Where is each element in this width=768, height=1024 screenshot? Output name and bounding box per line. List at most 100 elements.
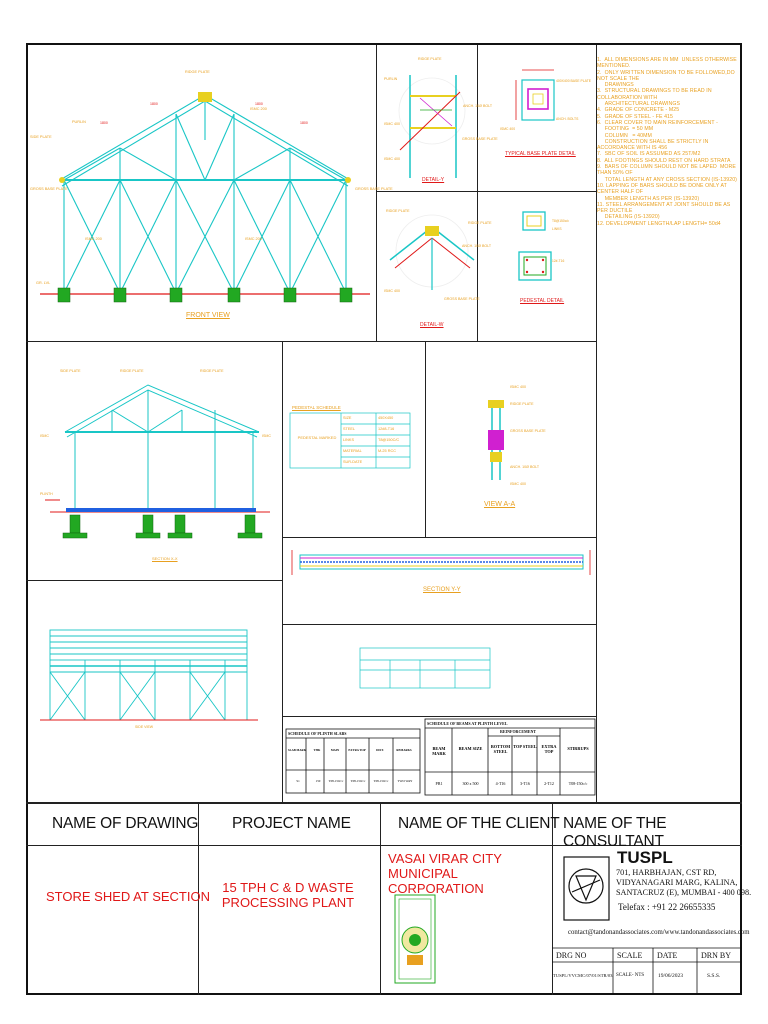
col-drg-no: DRG NO — [556, 951, 587, 960]
svg-text:ISMC 400: ISMC 400 — [384, 289, 400, 293]
heading-name-of-consultant: NAME OF THE CONSULTANT — [563, 815, 667, 850]
grid-line — [26, 802, 742, 804]
grid-line — [376, 45, 377, 341]
note-line: COLUMN = 40MM — [597, 132, 652, 139]
note-line: 6. CLEAR COVER TO MAIN REINFORCEMENT - — [597, 119, 718, 126]
svg-text:1800: 1800 — [100, 121, 108, 125]
beam-schedule-cell: 4-T16 — [495, 781, 506, 786]
svg-text:LINKS: LINKS — [552, 227, 562, 231]
client-name: VASAI VIRAR CITY MUNICIPAL CORPORATION — [388, 851, 502, 896]
note-line: 10. LAPPING OF BARS SHOULD BE DONE ONLY … — [597, 182, 729, 196]
svg-text:ISMC 400: ISMC 400 — [500, 127, 515, 131]
beam-schedule-cell: 3-T16 — [520, 781, 530, 786]
address-line-2: VIDYANAGARI MARG, KALINA, — [616, 878, 738, 887]
project-name: 15 TPH C & D WASTE PROCESSING PLANT — [221, 880, 355, 910]
note-line: 7. SBC OF SOIL IS ASSUMED AS 25T/M2 — [597, 151, 701, 158]
beam-schedule-group: REINFORCEMENT — [500, 729, 537, 734]
pedestal-schedule-mark: PEDESTAL MARKED — [297, 435, 337, 440]
note-line: TOTAL LENGTH AT ANY CROSS SECTION (IS-13… — [597, 176, 738, 183]
col-scale: SCALE — [617, 951, 643, 960]
grid-line — [380, 802, 381, 995]
view-a-a — [488, 400, 504, 480]
svg-text:RIDGE PLATE: RIDGE PLATE — [510, 402, 534, 406]
grid-line — [282, 341, 283, 802]
grid-line — [376, 191, 596, 192]
svg-text:GROSS BASE PLATE: GROSS BASE PLATE — [510, 429, 546, 433]
label-base-plate: TYPICAL BASE PLATE DETAIL — [505, 151, 576, 157]
note-line: 8. ALL FOOTINGS SHOULD REST ON HARD STRA… — [597, 157, 731, 164]
svg-text:RIDGE PLATE: RIDGE PLATE — [185, 70, 210, 74]
svg-text:RIDGE PLATE: RIDGE PLATE — [418, 57, 442, 61]
grid-line — [477, 45, 478, 341]
grid-line — [26, 341, 596, 342]
pedestal-schedule-cell: SIZE — [343, 416, 352, 420]
plinth-schedule-cell: T08-150c/c — [373, 779, 389, 783]
label-pedestal-detail: PEDESTAL DETAIL — [520, 298, 565, 304]
grid-line — [282, 624, 596, 625]
pedestal-schedule-cell: STEEL — [343, 427, 356, 431]
svg-text:ANCH. BOLTS: ANCH. BOLTS — [556, 117, 579, 121]
beam-schedule-cell: 2-T12 — [544, 781, 554, 786]
note-line: 3. STRUCTURAL DRAWINGS TO BE READ IN COL… — [597, 88, 714, 101]
note-line: ARCHITECTURAL DRAWINGS — [597, 101, 681, 108]
plinth-schedule-cell: T08-150c/c — [350, 779, 366, 783]
beam-schedule-header: BEAM MARK — [432, 746, 446, 756]
col-date: DATE — [657, 951, 678, 960]
note-line: 9. BARS OF COLUMN SHOULD NOT BE LAPED MO… — [597, 164, 738, 177]
section-x-frame — [64, 384, 260, 510]
svg-text:ISMC 200: ISMC 200 — [85, 237, 102, 241]
plinth-schedule-cell: TWO WAY — [397, 779, 413, 783]
label-side-view: SIDE VIEW — [135, 725, 154, 729]
beam-schedule-cell: PB1 — [435, 781, 443, 786]
pedestal-detail — [518, 211, 552, 281]
plinth-schedule-header: EXTRA TOP — [348, 748, 366, 752]
svg-text:400X400 BASE PLATE: 400X400 BASE PLATE — [556, 79, 592, 83]
address-line-1: 701, HARBHAJAN, CST RD, — [616, 868, 717, 877]
base-plate-detail — [515, 69, 555, 121]
svg-text:1800: 1800 — [255, 102, 263, 106]
val-drn-by: S.S.S. — [707, 973, 721, 979]
svg-text:ISMC 400: ISMC 400 — [510, 385, 526, 389]
plinth-slab-schedule — [285, 728, 421, 794]
drawing-sheet-border — [26, 43, 742, 995]
pedestal-schedule-table — [289, 412, 411, 469]
svg-text:1800: 1800 — [150, 102, 158, 106]
label-section-x: SECTION X-X — [152, 556, 178, 561]
svg-text:GROSS BASE PLATE: GROSS BASE PLATE — [30, 187, 68, 191]
consultant-name: TUSPL — [617, 848, 673, 867]
svg-text:ANCH. 10Ø BOLT: ANCH. 10Ø BOLT — [462, 244, 492, 248]
label-detail-y: DETAIL-Y — [422, 177, 445, 183]
pedestal-schedule-cell: T8@150C/C — [378, 438, 400, 442]
svg-text:1800: 1800 — [300, 121, 308, 125]
svg-text:SIDE PLATE: SIDE PLATE — [30, 135, 52, 139]
note-line: 4. GRADE OF CONCRETE - M25 — [597, 107, 680, 114]
grid-line — [198, 802, 199, 995]
plinth-schedule-header: REMARKS — [396, 748, 412, 752]
plinth-schedule-title: SCHEDULE OF PLINTH SLABS — [288, 731, 347, 736]
svg-text:12#-T16: 12#-T16 — [552, 259, 564, 263]
plinth-schedule-cell: 150 — [315, 779, 321, 783]
note-line: 2. ONLY WRITTEN DIMENSION TO BE FOLLOWED… — [597, 69, 737, 82]
grid-line — [26, 845, 742, 846]
consultant-logo — [563, 856, 610, 921]
heading-name-of-drawing: NAME OF DRAWING — [52, 815, 199, 832]
val-scale: SCALE- NTS — [616, 973, 645, 978]
pedestal-schedule-cell: M-25 RCC — [378, 449, 396, 453]
svg-text:ISMC 400: ISMC 400 — [510, 482, 526, 486]
note-line: CONSTRUCTION SHALL BE STRICTLY IN ACCORD… — [597, 138, 710, 152]
beam-schedule-cell: 300 x 500 — [462, 781, 479, 786]
note-line: 11. STEEL ARRANGEMENT AT JOINT SHOULD BE… — [597, 201, 732, 215]
label-front-view: FRONT VIEW — [186, 312, 230, 319]
plinth-schedule-cell: T08-150c/c — [328, 779, 344, 783]
pedestal-schedule-cell: 12#8-T16 — [378, 427, 395, 431]
side-view — [49, 629, 248, 721]
front-view-truss — [59, 94, 351, 294]
heading-name-of-client: NAME OF THE CLIENT — [398, 815, 560, 832]
svg-text:PLINTH: PLINTH — [40, 492, 53, 496]
reinforcement-table-cyan — [359, 647, 491, 689]
note-line: 5. GRADE OF STEEL - FE 415 — [597, 113, 674, 120]
beam-schedule-header: BOTTOM STEEL — [490, 744, 511, 754]
contact-web[interactable]: contact@tandonandassociates.com/www.tand… — [568, 929, 750, 936]
svg-text:T8@150c/c: T8@150c/c — [552, 219, 569, 223]
grid-line — [425, 341, 426, 537]
